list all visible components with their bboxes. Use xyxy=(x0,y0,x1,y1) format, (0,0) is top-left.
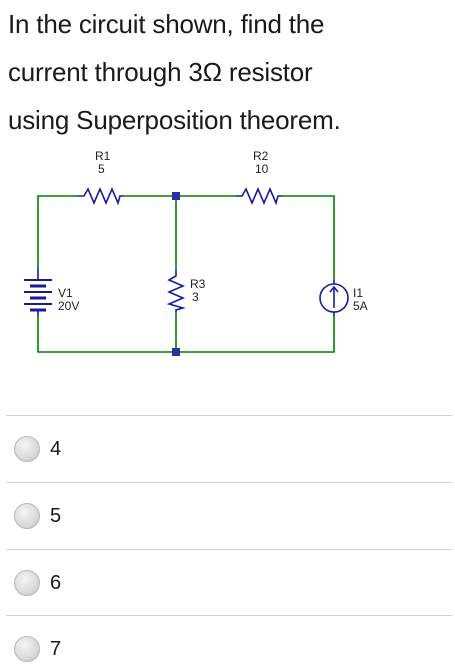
top-junction-node xyxy=(172,192,180,200)
question-line-3: using Superposition theorem. xyxy=(8,105,341,135)
question-line-1: In the circuit shown, find the xyxy=(8,9,325,39)
wire-r2-to-right xyxy=(282,195,335,280)
r2-name-label: R2 xyxy=(253,149,269,163)
r3-value-label: 3 xyxy=(192,290,199,304)
question-text: In the circuit shown, find the current t… xyxy=(8,0,448,144)
divider xyxy=(6,415,452,416)
radio-button[interactable] xyxy=(14,503,40,529)
option-label: 4 xyxy=(50,437,62,460)
divider xyxy=(6,615,452,616)
radio-button[interactable] xyxy=(14,570,40,596)
option-label: 6 xyxy=(50,571,62,594)
wire-bottom-left xyxy=(37,316,176,353)
r1-resistor-symbol xyxy=(78,186,124,206)
i1-name-label: I1 xyxy=(353,286,363,300)
v1-value-label: 20V xyxy=(58,299,79,313)
r3-resistor-symbol xyxy=(166,270,186,312)
v1-battery-symbol xyxy=(24,268,52,316)
i1-value-label: 5A xyxy=(353,299,368,313)
wire-right-bottom xyxy=(176,316,335,353)
option-6[interactable]: 6 xyxy=(0,563,455,603)
divider xyxy=(6,549,452,550)
r1-value-label: 5 xyxy=(98,162,105,176)
option-4[interactable]: 4 xyxy=(0,429,455,469)
question-line-2: current through 3Ω resistor xyxy=(8,57,313,87)
r1-name-label: R1 xyxy=(95,149,111,163)
radio-button[interactable] xyxy=(14,436,40,462)
r2-resistor-symbol xyxy=(236,186,282,206)
r2-value-label: 10 xyxy=(255,162,269,176)
option-label: 7 xyxy=(50,637,62,660)
divider xyxy=(6,482,452,483)
option-7[interactable]: 7 xyxy=(0,629,455,669)
i1-current-source-symbol xyxy=(319,280,349,316)
circuit-wires xyxy=(37,195,335,353)
option-5[interactable]: 5 xyxy=(0,496,455,536)
circuit-diagram: R1 5 R2 10 R3 3 V1 20V I1 5A xyxy=(24,149,368,356)
r3-name-label: R3 xyxy=(190,277,206,291)
option-label: 5 xyxy=(50,504,62,527)
radio-button[interactable] xyxy=(14,636,40,662)
v1-name-label: V1 xyxy=(58,286,73,300)
wire-left-top xyxy=(37,195,78,268)
bottom-junction-node xyxy=(172,348,180,356)
